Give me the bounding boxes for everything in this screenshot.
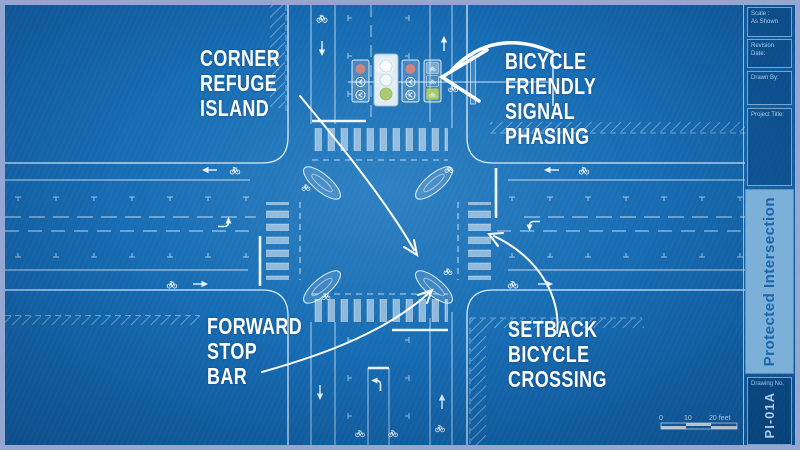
bicycle-crossing-dashes: [299, 159, 459, 295]
scale-tick-0: 0: [659, 415, 663, 422]
title-block-sidebar: Scale : As Shown Revision Date: Drawn By…: [743, 5, 796, 445]
label-line: FORWARD: [207, 313, 303, 339]
label-line: REFUGE: [200, 70, 278, 96]
drawing-no-label: Drawing No.: [751, 381, 785, 387]
label-line: SIGNAL: [505, 98, 576, 124]
bicycle-signal-icon: [423, 59, 442, 103]
vehicle-signal-green-icon: [373, 53, 399, 107]
titleblock-scale-field: Scale : As Shown: [747, 7, 792, 37]
annotation-arrow-bicycle-friendly-signal: [438, 41, 554, 103]
project-title-label: Project Title:: [751, 112, 785, 118]
label-line: BICYCLE: [508, 341, 590, 367]
scale-label: Scale :: [751, 11, 770, 17]
project-title-panel: Protected Intersection: [746, 190, 793, 373]
revision-date-label: Revision Date:: [751, 43, 775, 57]
label-line: SETBACK: [508, 316, 598, 342]
label-line: CORNER: [200, 45, 281, 71]
traffic-signals: [348, 53, 554, 107]
label-line: CROSSING: [508, 366, 607, 392]
label-line: PHASING: [505, 123, 590, 149]
label-line: BAR: [207, 363, 248, 389]
corner-refuge-islands: [303, 166, 453, 304]
lane-lines: [5, 5, 745, 445]
road-curbs: [5, 5, 745, 445]
titleblock-drawing-number-field: Drawing No. PI-01A: [747, 377, 792, 445]
annotation-arrow-corner-refuge-island: [299, 95, 419, 258]
annotation-arrow-setback-bicycle-crossing: [487, 232, 559, 334]
drawing-no-value: PI-01A: [762, 391, 777, 439]
scale-value: As Shown: [751, 19, 779, 25]
stop-bars: [258, 119, 498, 370]
label-corner-refuge-island: CORNER REFUGE ISLAND: [200, 46, 280, 121]
vehicle-signal-arrows-icon: [401, 59, 420, 103]
vehicle-signal-left-turn-icon: [351, 59, 370, 103]
annotation-arrow-forward-stop-bar: [261, 288, 434, 373]
label-bicycle-friendly-signal-phasing: BICYCLE FRIENDLY SIGNAL PHASING: [505, 49, 596, 149]
scale-tick-10: 10: [684, 415, 692, 422]
label-line: ISLAND: [200, 95, 270, 121]
lane-tick-markers: [15, 15, 743, 419]
label-forward-stop-bar: FORWARD STOP BAR: [207, 314, 302, 389]
scale-tick-20: 20 feet: [709, 415, 730, 422]
label-line: STOP: [207, 338, 258, 364]
label-line: BICYCLE: [505, 48, 587, 74]
project-title-text: Protected Intersection: [761, 196, 778, 367]
titleblock-drawn-by-field: Drawn By:: [747, 71, 792, 105]
drawn-by-label: Drawn By:: [751, 75, 779, 81]
label-line: FRIENDLY: [505, 73, 597, 99]
label-setback-bicycle-crossing: SETBACK BICYCLE CROSSING: [508, 317, 607, 392]
titleblock-project-title-field: Project Title:: [747, 108, 792, 186]
titleblock-revision-date-field: Revision Date:: [747, 39, 792, 68]
scale-bar: 0 10 20 feet: [659, 415, 738, 430]
property-line-hatching: [5, 5, 745, 445]
